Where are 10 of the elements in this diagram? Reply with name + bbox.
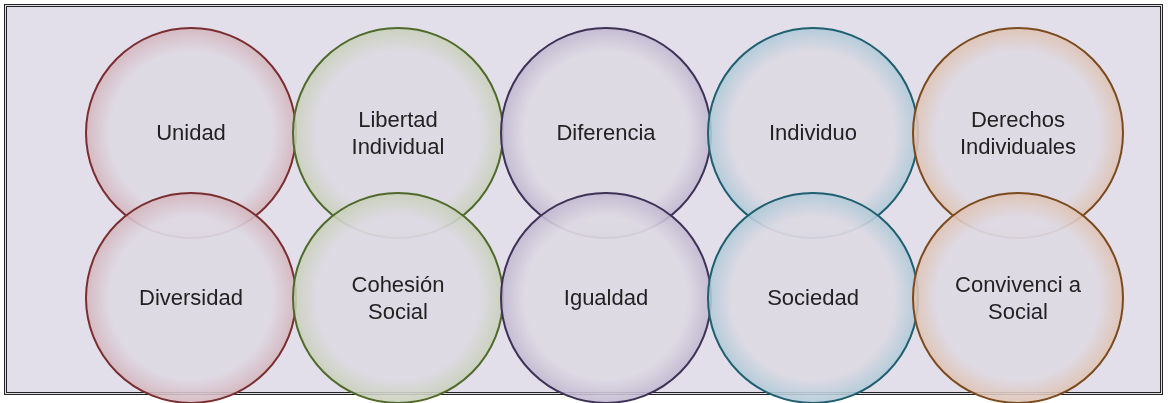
circle-label: Igualdad — [562, 284, 650, 312]
circle-label: Diferencia — [555, 119, 657, 147]
circle-label: Sociedad — [766, 284, 860, 312]
circle-label: Libertad Individual — [350, 105, 446, 161]
circle-label: Individuo — [767, 119, 859, 147]
circle-label: Convivenci a Social — [954, 270, 1082, 326]
circle-label: Unidad — [155, 119, 227, 147]
circle-label: Cohesión Social — [350, 270, 446, 326]
circle-label: Diversidad — [138, 284, 244, 312]
circle-label: Derechos Individuales — [958, 105, 1078, 161]
